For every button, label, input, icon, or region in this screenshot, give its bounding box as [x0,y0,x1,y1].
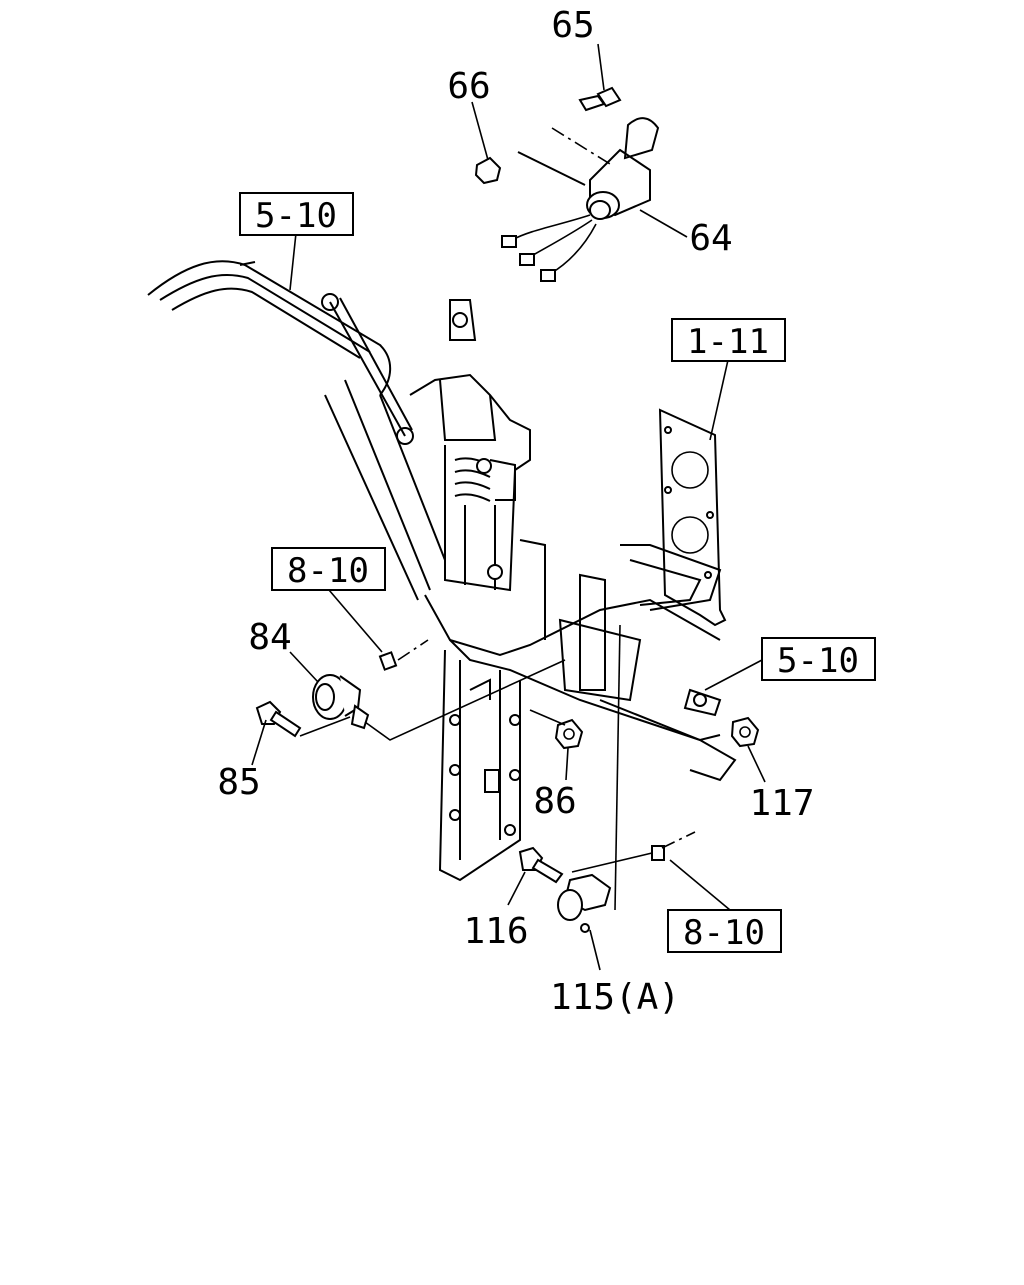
nut-117 [730,716,760,748]
nut-86 [554,718,584,750]
ref-box-8-10-bottom: 8-10 [667,909,782,953]
part-label-66: 66 [447,66,490,107]
ref-box-1-11: 1-11 [671,318,786,362]
part-label-115a: 115(A) [550,977,680,1018]
sensor-84 [312,639,429,730]
sensor-115 [557,831,696,933]
down-tube [438,649,521,882]
column-assembly [321,293,531,592]
leader-lines [251,43,766,971]
ref-box-5-10-top: 5-10 [239,192,354,236]
ref-label-5-10-top: 5-10 [255,196,337,236]
bolt-116 [518,846,564,884]
part-label-116: 116 [463,911,528,952]
ref-box-8-10-left: 8-10 [271,547,386,591]
ref-label-8-10-left: 8-10 [287,551,369,591]
frame-rail [147,260,446,601]
switch-assembly [474,86,660,282]
part-label-117: 117 [749,783,814,824]
part-label-84: 84 [248,617,291,658]
ref-label-8-10-bottom: 8-10 [683,913,765,953]
bolt-85 [255,700,302,738]
ref-box-5-10-right: 5-10 [761,637,876,681]
lower-bracket [424,539,737,782]
part-label-64: 64 [689,218,732,259]
ref-label-5-10-right: 5-10 [777,641,859,681]
part-label-86: 86 [533,781,576,822]
bracket-plate [658,408,727,627]
part-label-65: 65 [551,5,594,46]
ref-label-1-11: 1-11 [687,322,769,362]
part-label-85: 85 [217,762,260,803]
